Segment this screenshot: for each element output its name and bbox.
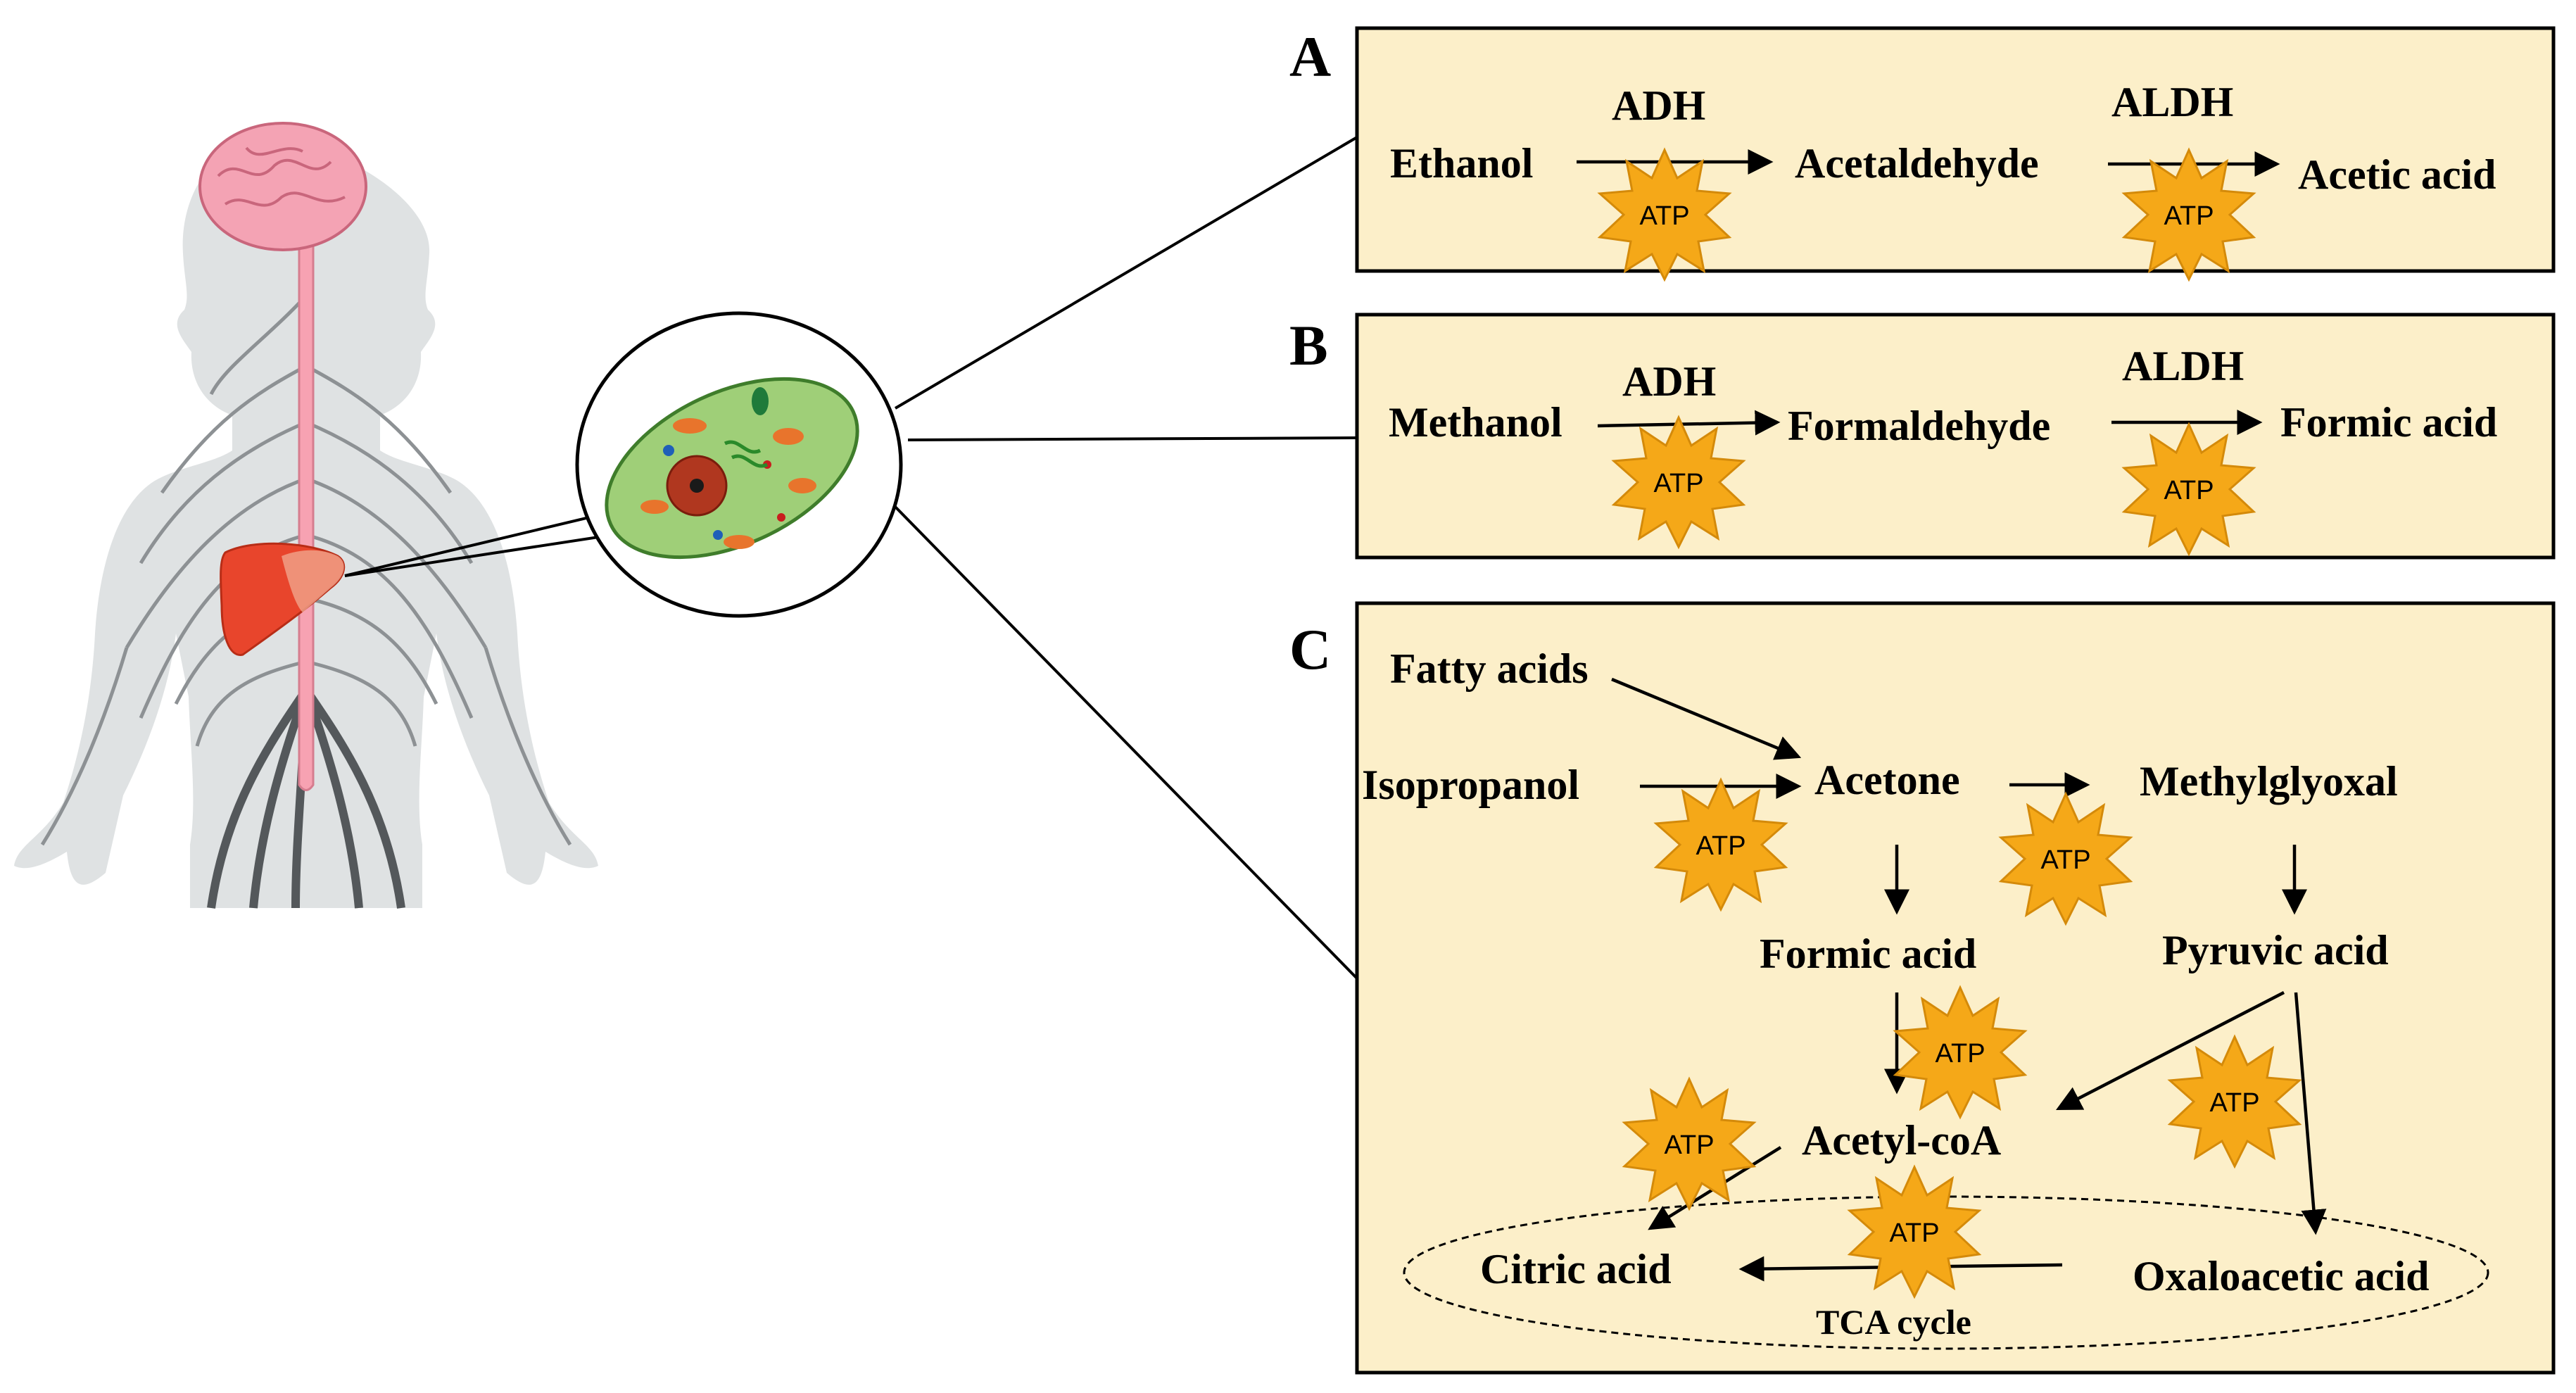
cell-bubble xyxy=(575,311,903,618)
acetone-label: Acetone xyxy=(1814,757,1960,803)
methanol-label: Methanol xyxy=(1389,399,1562,446)
atp-star-c5: ATP xyxy=(1623,1078,1755,1210)
atp-star-c6: ATP xyxy=(1848,1166,1981,1298)
citric-acid-label: Citric acid xyxy=(1480,1246,1672,1292)
svg-text:ATP: ATP xyxy=(2040,845,2090,875)
atp-star-a1: ATP xyxy=(1598,149,1731,281)
spinal-cord xyxy=(298,231,315,791)
arrow-fatty-acetone xyxy=(1611,677,1802,760)
panel-b: B Methanol ADH ATP Formaldehyde ALDH ATP… xyxy=(1289,313,2556,560)
atp-star-b1: ATP xyxy=(1612,416,1745,548)
acetaldehyde-label: Acetaldehyde xyxy=(1795,140,2039,187)
atp-star-b2: ATP xyxy=(2123,423,2255,555)
liver-to-cell-connector-2 xyxy=(344,534,613,577)
liver-to-cell-connector xyxy=(344,505,634,577)
formaldehyde-label: Formaldehyde xyxy=(1788,403,2050,449)
panel-b-letter: B xyxy=(1289,313,1328,377)
acetyl-coa-label: Acetyl-coA xyxy=(1802,1117,2001,1164)
atp-star-c4: ATP xyxy=(2168,1035,2301,1168)
atp-star-c1: ATP xyxy=(1655,779,1787,911)
panel-b-box xyxy=(1355,313,2556,560)
arrow-pyruvic-acetylcoa xyxy=(2056,991,2285,1111)
atp-star-c3: ATP xyxy=(1894,986,2026,1118)
panel-a-letter: A xyxy=(1289,25,1331,89)
pyruvic-acid-label: Pyruvic acid xyxy=(2162,927,2389,973)
svg-text:ATP: ATP xyxy=(1935,1039,1985,1069)
cell-icon xyxy=(605,377,859,560)
atp-star-a2: ATP xyxy=(2123,149,2255,281)
svg-text:ATP: ATP xyxy=(1696,831,1745,861)
adh-label-a: ADH xyxy=(1612,82,1705,129)
connector-to-panel-b xyxy=(907,436,1358,441)
arrow-pyruvic-oxaloacetic xyxy=(2294,992,2327,1235)
connector-to-panel-c xyxy=(894,505,1358,980)
connector-to-panel-a xyxy=(894,136,1358,410)
aldh-label-b: ALDH xyxy=(2122,343,2244,389)
svg-text:ATP: ATP xyxy=(2164,476,2214,505)
svg-text:ATP: ATP xyxy=(1889,1218,1939,1248)
formic-acid-label-c: Formic acid xyxy=(1760,931,1976,977)
formic-acid-label-b: Formic acid xyxy=(2280,399,2497,446)
methylglyoxal-label: Methylglyoxal xyxy=(2140,758,2398,805)
aldh-label-a: ALDH xyxy=(2111,79,2233,125)
tca-cycle-ellipse xyxy=(1403,1195,2489,1350)
adh-label-b: ADH xyxy=(1622,358,1716,405)
oxaloacetic-acid-label: Oxaloacetic acid xyxy=(2133,1253,2430,1299)
isopropanol-label: Isopropanol xyxy=(1362,762,1579,808)
panel-c: C Fatty acids Isopropanol Acetone Methyl… xyxy=(1289,601,2556,1375)
brain-icon xyxy=(198,122,367,251)
fatty-acids-label: Fatty acids xyxy=(1390,645,1589,692)
nerve-network xyxy=(40,294,572,846)
panel-c-letter: C xyxy=(1289,617,1331,681)
svg-text:ATP: ATP xyxy=(1653,469,1703,498)
ethanol-label: Ethanol xyxy=(1390,140,1533,187)
panel-a-box xyxy=(1355,26,2556,273)
svg-text:ATP: ATP xyxy=(1664,1130,1714,1160)
arrow-methanol-formaldehyde xyxy=(1597,410,1781,436)
svg-text:ATP: ATP xyxy=(1639,201,1689,231)
human-body-illustration xyxy=(14,122,598,909)
acetic-acid-label: Acetic acid xyxy=(2298,151,2496,198)
svg-text:ATP: ATP xyxy=(2209,1088,2259,1118)
panel-a: A Ethanol ADH ATP Acetaldehyde ALDH ATP … xyxy=(1289,25,2556,281)
atp-star-c2: ATP xyxy=(2000,793,2132,925)
svg-text:ATP: ATP xyxy=(2164,201,2214,231)
tca-cycle-label: TCA cycle xyxy=(1816,1302,1971,1342)
